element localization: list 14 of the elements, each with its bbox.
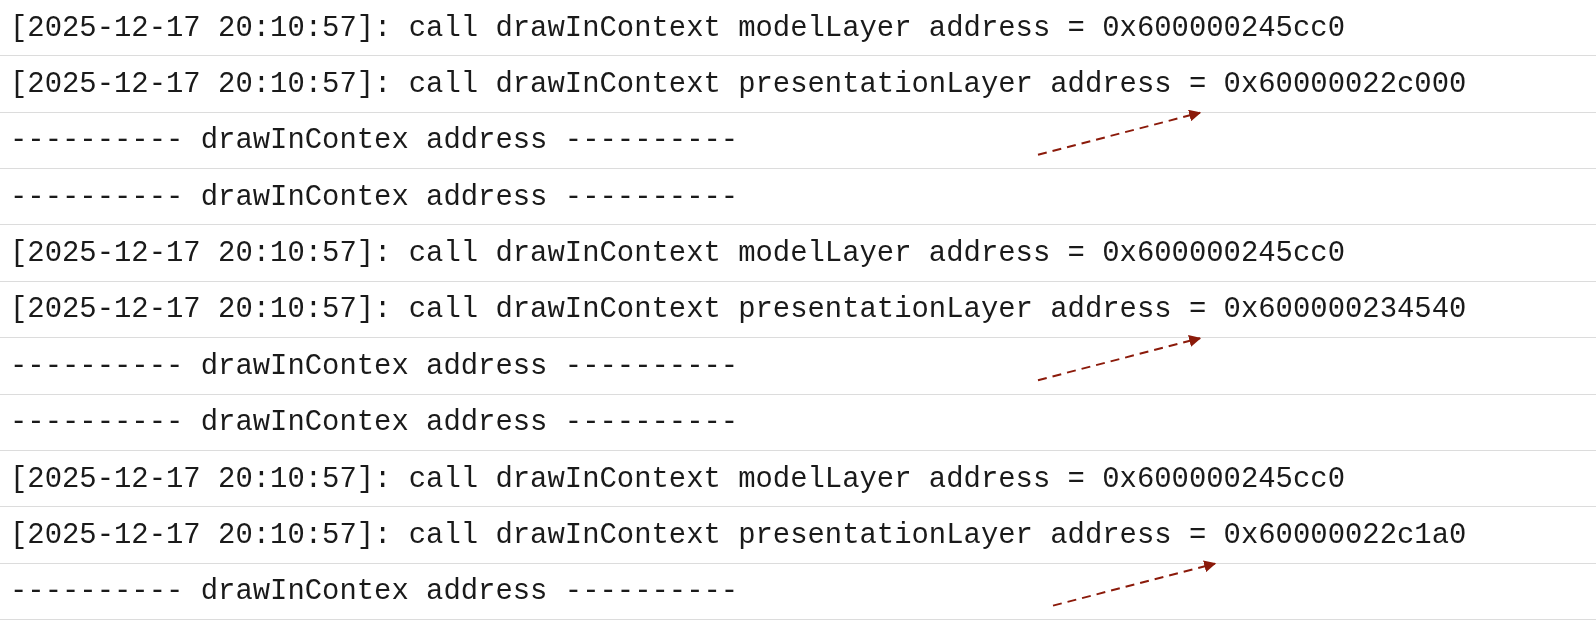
log-text: [2025-12-17 20:10:57]: call drawInContext presentationLayer address = 0x60000022c1a0 [10, 518, 1467, 552]
arrow [1052, 560, 1217, 607]
log-text: [2025-12-17 20:10:57]: call drawInContext modelLayer address = 0x600000245cc0 [10, 236, 1345, 270]
arrow [1037, 109, 1202, 156]
log-text: [2025-12-17 20:10:57]: call drawInContext modelLayer address = 0x600000245cc0 [10, 462, 1345, 496]
log-text: ---------- drawInContex address ---------- [10, 349, 739, 383]
arrow [1037, 335, 1202, 382]
log-text: [2025-12-17 20:10:57]: call drawInContext presentationLayer address = 0x600000234540 [10, 293, 1467, 326]
log-text: ---------- drawInContex address ---------- [10, 180, 739, 214]
log-text: ---------- drawInContex address ---------- [10, 574, 739, 608]
log-text: ---------- drawInContex address ---------- [10, 123, 739, 157]
log-text: [2025-12-17 20:10:57]: call drawInContext modelLayer address = 0x600000245cc0 [10, 11, 1345, 45]
log-text: ---------- drawInContex address ---------- [10, 405, 739, 439]
log-text: [2025-12-17 20:10:57]: call drawInContext presentationLayer address = 0x60000022c000 [10, 67, 1467, 101]
